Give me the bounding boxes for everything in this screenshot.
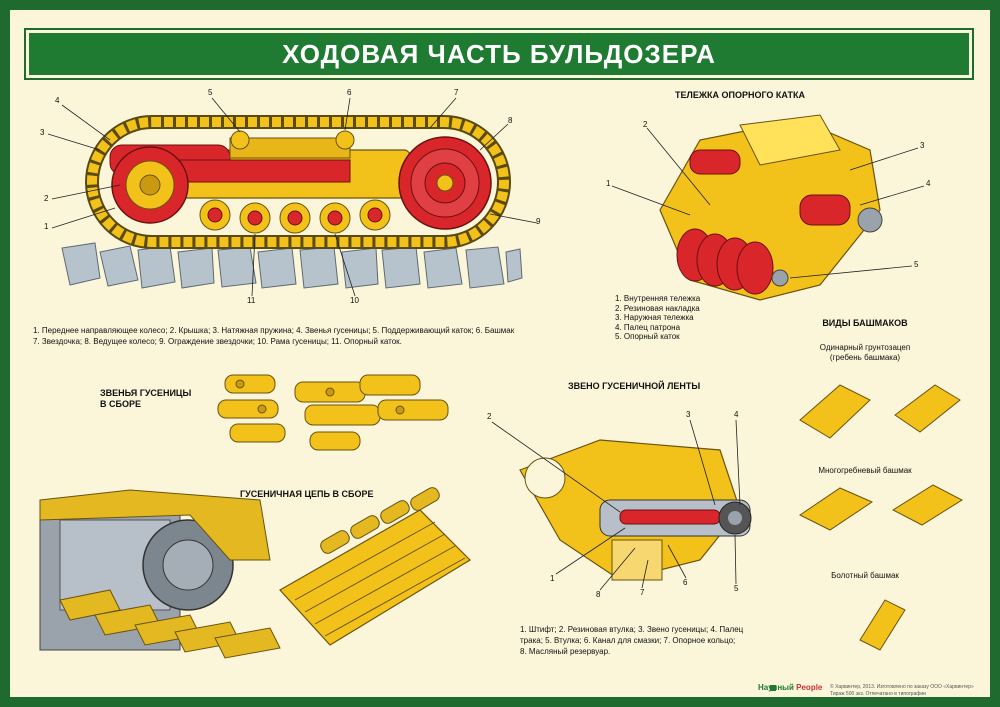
link-callout-3: 3	[686, 410, 691, 419]
bogie-legend-item: 3. Наружная тележка	[615, 313, 694, 323]
swamp-shoe-label: Болотный башмак	[831, 571, 899, 580]
roller-bogie-heading: ТЕЛЕЖКА ОПОРНОГО КАТКА	[675, 90, 805, 100]
title-bar: ХОДОВАЯ ЧАСТЬ БУЛЬДОЗЕРА	[24, 28, 974, 80]
bogie-legend-item: 5. Опорный каток	[615, 332, 680, 342]
track-links-illustration	[217, 374, 449, 451]
footer-brand: Научный People	[758, 683, 822, 692]
track-links-heading-line2: В СБОРЕ	[100, 399, 141, 409]
shoe-illustrations	[799, 384, 964, 651]
track-belt-link-illustration	[491, 419, 752, 591]
track-belt-legend-line3: 8. Масляный резервуар.	[520, 647, 611, 656]
link-callout-7: 7	[640, 588, 645, 597]
link-callout-8: 8	[596, 590, 601, 599]
bogie-callout-4: 4	[926, 179, 931, 188]
callout-4: 4	[55, 96, 60, 105]
bogie-callout-2: 2	[643, 120, 648, 129]
undercarriage-legend-line2: 7. Звездочка; 8. Ведущее колесо; 9. Огра…	[33, 337, 402, 346]
bogie-legend-item: 4. Палец патрона	[615, 322, 681, 332]
single-grouser-sublabel: (гребень башмака)	[829, 353, 901, 362]
link-callout-5: 5	[734, 584, 739, 593]
track-chain-illustration	[279, 487, 471, 646]
callout-9: 9	[536, 217, 541, 226]
callout-8: 8	[508, 116, 513, 125]
callout-2: 2	[44, 194, 49, 203]
bogie-callout-1: 1	[606, 179, 611, 188]
callout-1: 1	[44, 222, 49, 231]
footer-line1: © Харвинтер, 2013. Изготовлено по заказу…	[830, 684, 974, 690]
shoe-types-heading: ВИДЫ БАШМАКОВ	[822, 318, 908, 328]
bogie-callout-3: 3	[920, 141, 925, 150]
track-belt-legend-line1: 1. Штифт; 2. Резиновая втулка; 3. Звено …	[520, 625, 744, 634]
link-callout-2: 2	[487, 412, 492, 421]
track-chain-heading: ГУСЕНИЧНАЯ ЦЕПЬ В СБОРЕ	[240, 489, 374, 499]
bogie-legend-item: 1. Внутренняя тележка	[615, 294, 701, 303]
roller-bogie-illustration	[611, 114, 925, 301]
bogie-callout-5: 5	[914, 260, 919, 269]
poster-title: ХОДОВАЯ ЧАСТЬ БУЛЬДОЗЕРА	[282, 38, 716, 69]
callout-10: 10	[350, 296, 359, 305]
track-links-heading-line1: ЗВЕНЬЯ ГУСЕНИЦЫ	[100, 388, 192, 398]
brand-word-b: People	[796, 683, 823, 692]
multi-grouser-label: Многогребневый башмак	[818, 466, 912, 475]
callout-3: 3	[40, 128, 45, 137]
single-grouser-label: Одинарный грунтозацеп	[819, 343, 911, 352]
track-belt-link-heading: ЗВЕНО ГУСЕНИЧНОЙ ЛЕНТЫ	[568, 381, 701, 391]
undercarriage-illustration	[47, 97, 538, 297]
link-callout-1: 1	[550, 574, 555, 583]
bogie-legend-item: 2. Резиновая накладка	[615, 303, 700, 313]
callout-11: 11	[247, 296, 256, 305]
callout-6: 6	[347, 88, 352, 97]
track-belt-legend-line2: трака; 5. Втулка; 6. Канал для смазки; 7…	[520, 636, 736, 645]
callout-5: 5	[208, 88, 213, 97]
ground-stones	[61, 242, 523, 289]
callout-7: 7	[454, 88, 459, 97]
brand-word-a: Научный	[758, 683, 794, 692]
link-callout-6: 6	[683, 578, 688, 587]
footer-line2: Тираж 500 экз. Отпечатано в типографии	[830, 691, 926, 697]
brand-mark	[770, 685, 776, 691]
undercarriage-legend-line1: 1. Переднее направляющее колесо; 2. Крыш…	[33, 326, 515, 335]
link-callout-4: 4	[734, 410, 739, 419]
roller-bogie-legend: 1. Внутренняя тележка 2. Резиновая накла…	[615, 294, 700, 342]
dozer-track-illustration	[39, 489, 281, 659]
